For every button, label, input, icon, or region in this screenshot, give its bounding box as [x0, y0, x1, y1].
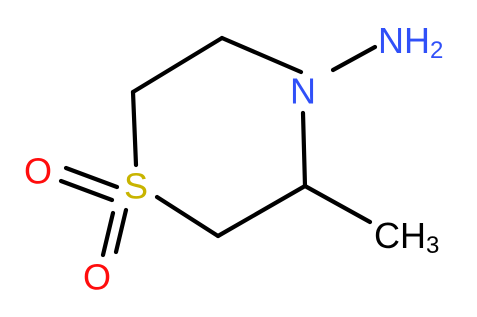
bond-c-c-bottom-right: [215, 183, 308, 239]
bond-n-n-amino: [330, 44, 378, 73]
nitrogen-atom-label: N: [290, 71, 316, 112]
methyl-subscript: 3: [426, 232, 439, 259]
bond-s-o-bottom-a: [100, 210, 116, 258]
amino-symbol: NH: [378, 20, 430, 61]
bond-s-c-bottom: [154, 194, 221, 239]
bond-s-o-top-b: [58, 178, 115, 203]
oxygen-atom-label-bottom: O: [83, 257, 111, 298]
bond-c-c-top-left: [130, 35, 225, 95]
bond-c-s-left: [130, 89, 139, 168]
bond-s-o-bottom-b: [113, 207, 129, 255]
bond-s-o-top-a: [63, 165, 120, 190]
amino-subscript: 2: [430, 37, 443, 64]
methyl-group-label: CH3: [374, 215, 439, 259]
bond-c-n-right: [300, 110, 308, 189]
bond-c-methyl: [302, 183, 373, 225]
methyl-symbol: CH: [374, 215, 426, 256]
bond-n-c-top: [219, 35, 304, 75]
amino-group-label: NH2: [378, 20, 443, 64]
sulfur-atom-label: S: [124, 166, 148, 207]
oxygen-atom-label-top: O: [24, 151, 52, 192]
